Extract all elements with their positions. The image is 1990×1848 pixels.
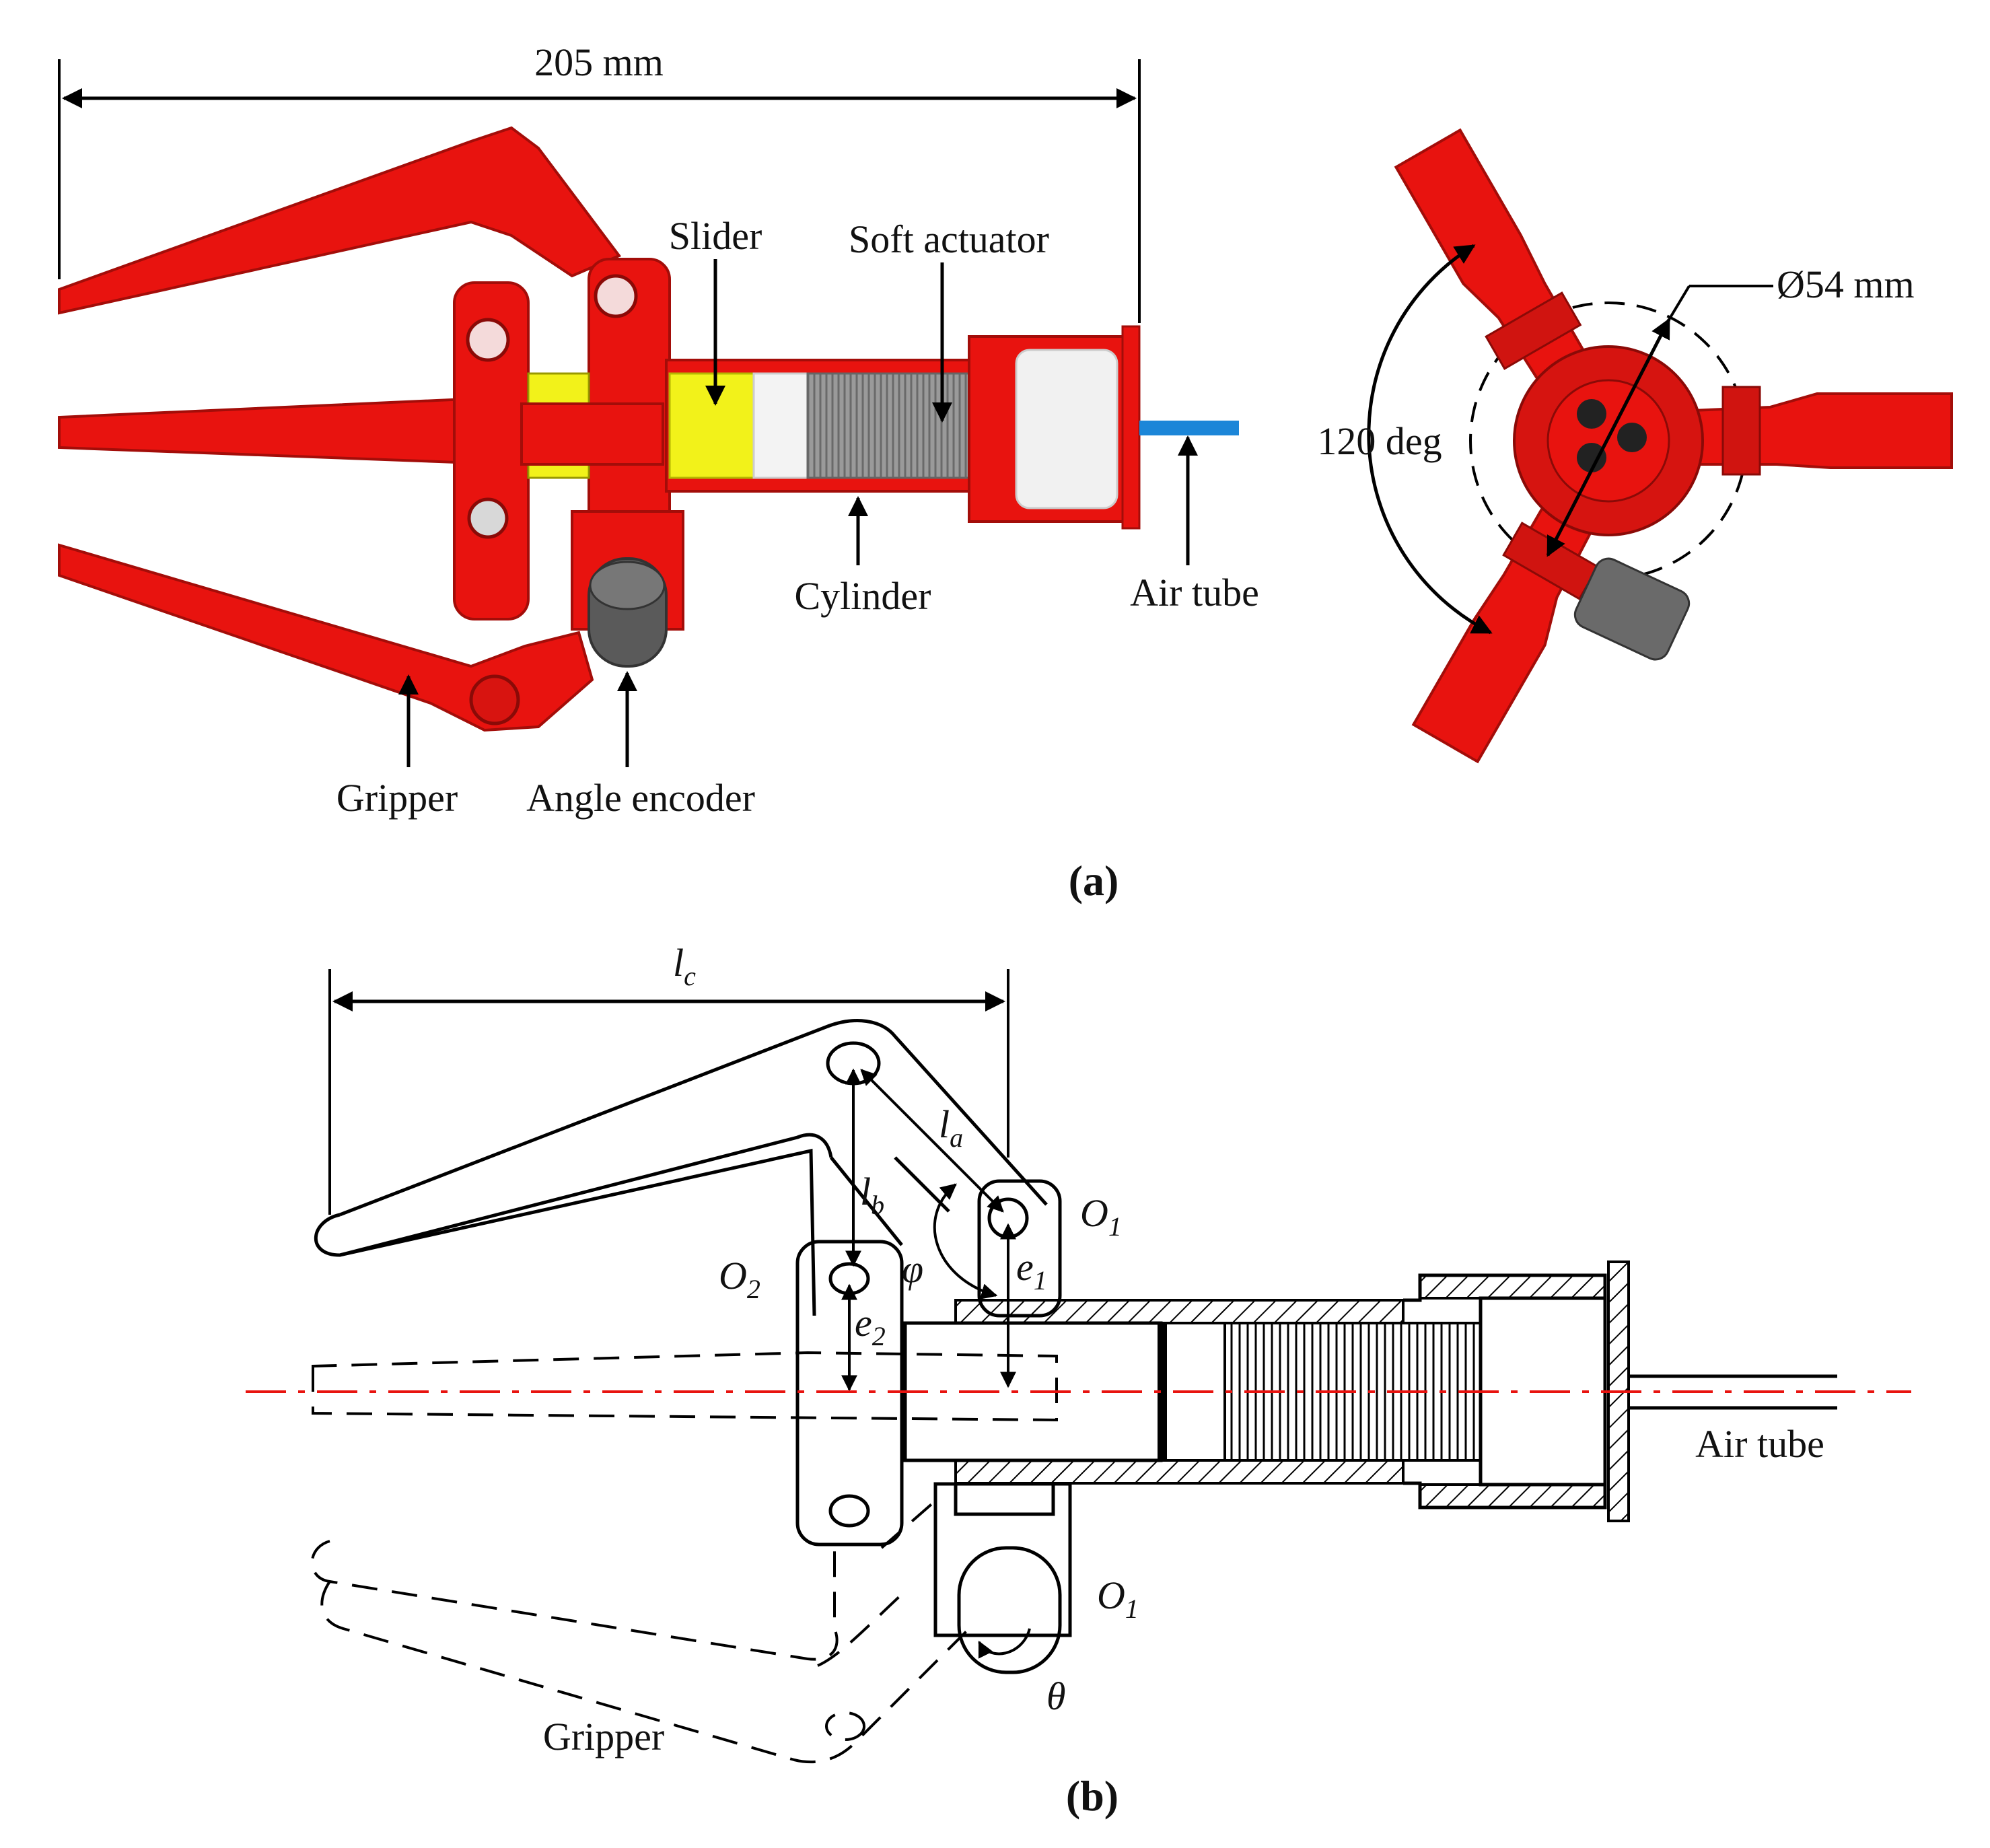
hub-hole-3: [1617, 423, 1647, 452]
phi-symbol: φ: [902, 1247, 923, 1291]
o1-lower-block: O1 θ: [933, 1482, 1139, 1718]
link-dimensions: la lb O1 O2 e1 e2 φ: [719, 1068, 1122, 1392]
pivot-bottom: [469, 674, 520, 725]
schematic-encoder: [957, 1546, 1062, 1674]
panel-a-callouts: Slider Soft actuator Cylinder Air tube G…: [336, 214, 1259, 820]
o2-symbol: O2: [719, 1254, 760, 1304]
angle-encoder-face: [589, 561, 666, 610]
schematic-gripper-label: Gripper: [543, 1715, 664, 1758]
gripper-side-view: [58, 126, 1239, 732]
pivot-mid-left: [467, 497, 509, 539]
e2-symbol: e2: [855, 1301, 886, 1351]
soft-actuator-label: Soft actuator: [849, 217, 1049, 261]
end-flange: [1121, 325, 1141, 530]
lc-symbol: lc: [673, 941, 696, 991]
end-cap-white: [1015, 349, 1118, 509]
gripper-label: Gripper: [336, 776, 458, 820]
slider-label: Slider: [669, 214, 762, 258]
slider-block: [668, 372, 755, 479]
e1-symbol: e1: [1016, 1245, 1047, 1295]
slider-connector: [520, 402, 664, 466]
dashed-middle-finger: [312, 1351, 1058, 1422]
upper-finger: [58, 126, 622, 315]
length-dimension-label: 205 mm: [534, 40, 664, 84]
hub-hole-1: [1577, 399, 1606, 429]
schematic-air-tube-label: Air tube: [1695, 1422, 1824, 1466]
o1-bottom-symbol: O1: [1097, 1573, 1139, 1624]
panel-b: lc la lb: [246, 941, 1911, 1820]
angle-label: 120 deg: [1317, 419, 1442, 463]
caption-b: (b): [1066, 1772, 1118, 1820]
pivot-top-left: [466, 318, 510, 362]
pivot-top-right: [594, 274, 638, 318]
air-tube-label: Air tube: [1130, 571, 1259, 614]
cylinder-label: Cylinder: [795, 574, 931, 618]
front-encoder: [1573, 557, 1691, 661]
slider-cap: [752, 372, 809, 479]
panel-a: 205 mm: [58, 40, 1953, 904]
theta-symbol: θ: [1046, 1674, 1066, 1718]
diameter-dimension-label: Ø54 mm: [1777, 262, 1915, 306]
caption-a: (a): [1069, 857, 1119, 904]
length-dimension: 205 mm: [58, 40, 1141, 323]
o1-top-symbol: O1: [1080, 1191, 1122, 1242]
gripper-front-view: Ø54 mm 120 deg: [1317, 128, 1953, 764]
la-symbol: la: [939, 1102, 963, 1153]
angle-encoder-label: Angle encoder: [526, 776, 755, 820]
air-tube-blue: [1139, 421, 1239, 435]
lower-finger: [58, 543, 594, 732]
dashed-lower-gripper: Gripper: [310, 1499, 970, 1764]
schematic-top-gripper: [314, 1019, 1048, 1316]
lc-dimension: lc: [328, 941, 1009, 1215]
lb-symbol: lb: [860, 1170, 884, 1220]
